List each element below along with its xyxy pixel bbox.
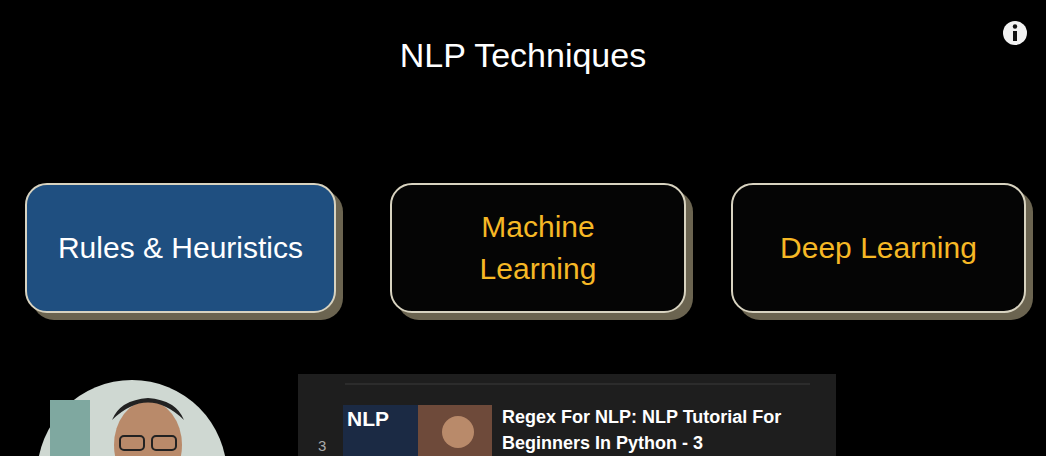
- technique-box: Rules & Heuristics: [25, 183, 336, 313]
- thumbnail-text: NLP: [347, 407, 389, 431]
- diagram-title: NLP Techniques: [0, 36, 1046, 75]
- technique-box: Machine Learning: [390, 183, 686, 313]
- info-icon: [1003, 21, 1027, 45]
- presenter-avatar: [37, 380, 227, 456]
- box-label: Rules & Heuristics: [44, 227, 317, 269]
- video-title: Regex For NLP: NLP Tutorial For Beginner…: [502, 404, 822, 456]
- box-label: Deep Learning: [766, 227, 991, 269]
- box-label: Machine Learning: [414, 206, 662, 290]
- playlist-index: 3: [318, 437, 326, 454]
- technique-box: Deep Learning: [731, 183, 1026, 313]
